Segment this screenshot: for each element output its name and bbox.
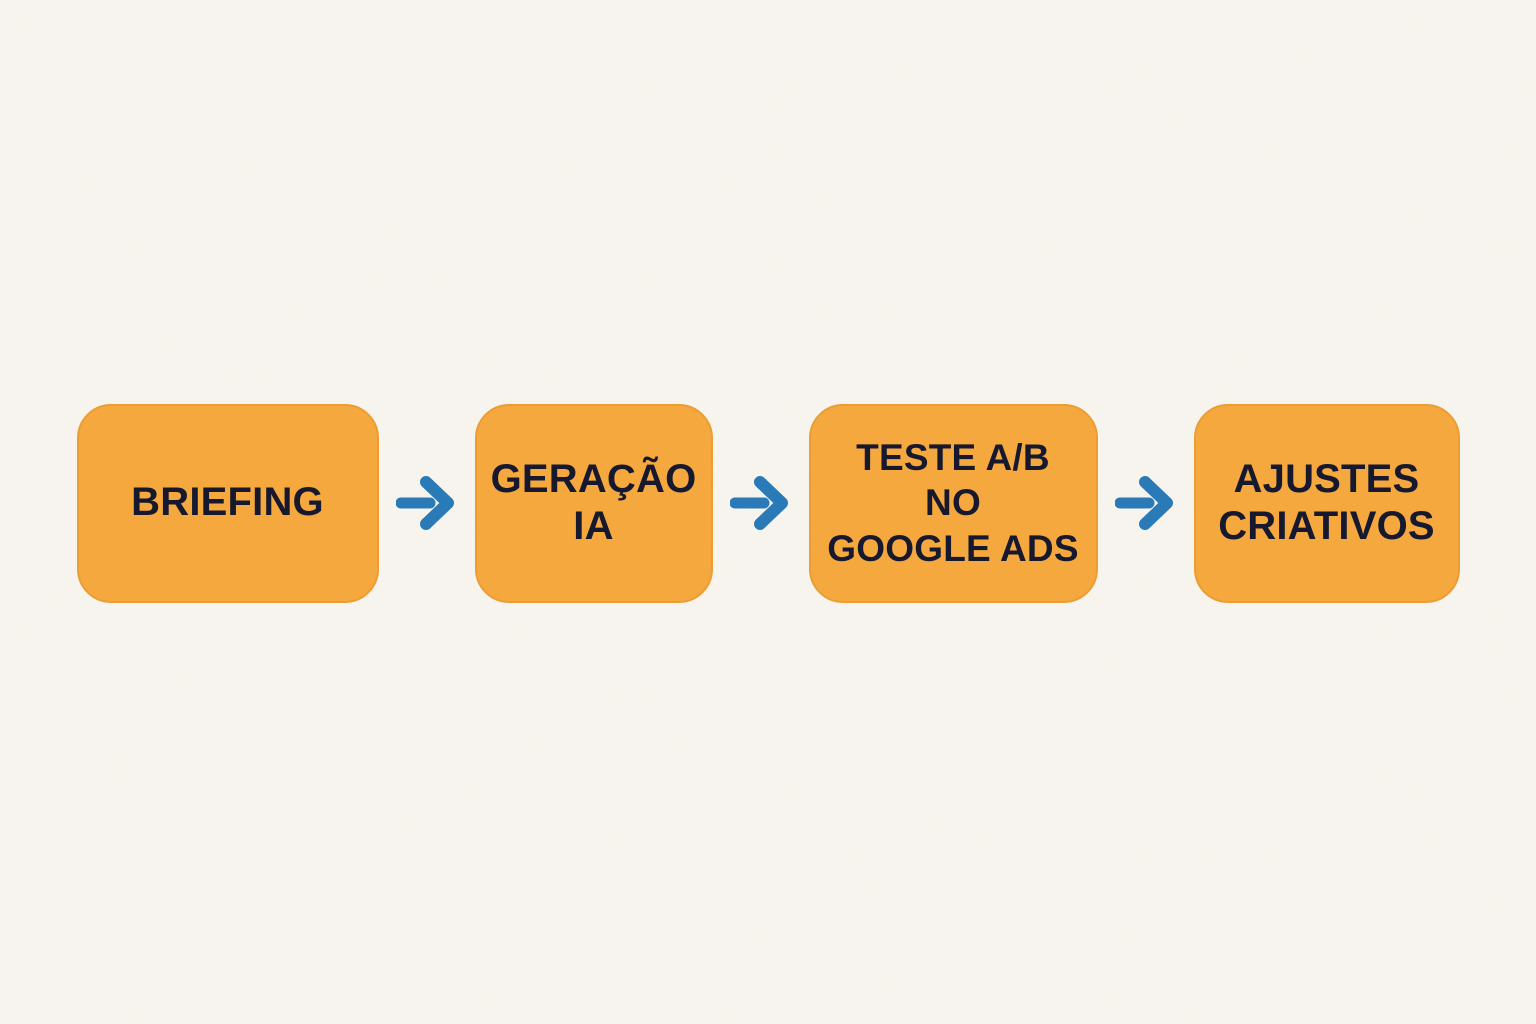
flow-row: BRIEFING GERAÇÃO IA TESTE A/B NO GOOGLE … (76, 403, 1460, 603)
right-arrow-icon (1114, 476, 1173, 530)
flow-step-label: TESTE A/B NO GOOGLE ADS (827, 437, 1079, 569)
right-arrow-icon (395, 476, 454, 530)
flow-step-label: AJUSTES CRIATIVOS (1218, 456, 1435, 548)
flow-step-label: GERAÇÃO IA (490, 456, 697, 548)
flow-step-label: BRIEFING (131, 480, 324, 525)
flow-step-ajustes-criativos: AJUSTES CRIATIVOS (1193, 403, 1460, 603)
flow-step-briefing: BRIEFING (76, 403, 379, 603)
flow-step-teste-ab-google-ads: TESTE A/B NO GOOGLE ADS (808, 403, 1098, 603)
flow-step-geracao-ia: GERAÇÃO IA (474, 403, 713, 603)
right-arrow-icon (729, 476, 788, 530)
